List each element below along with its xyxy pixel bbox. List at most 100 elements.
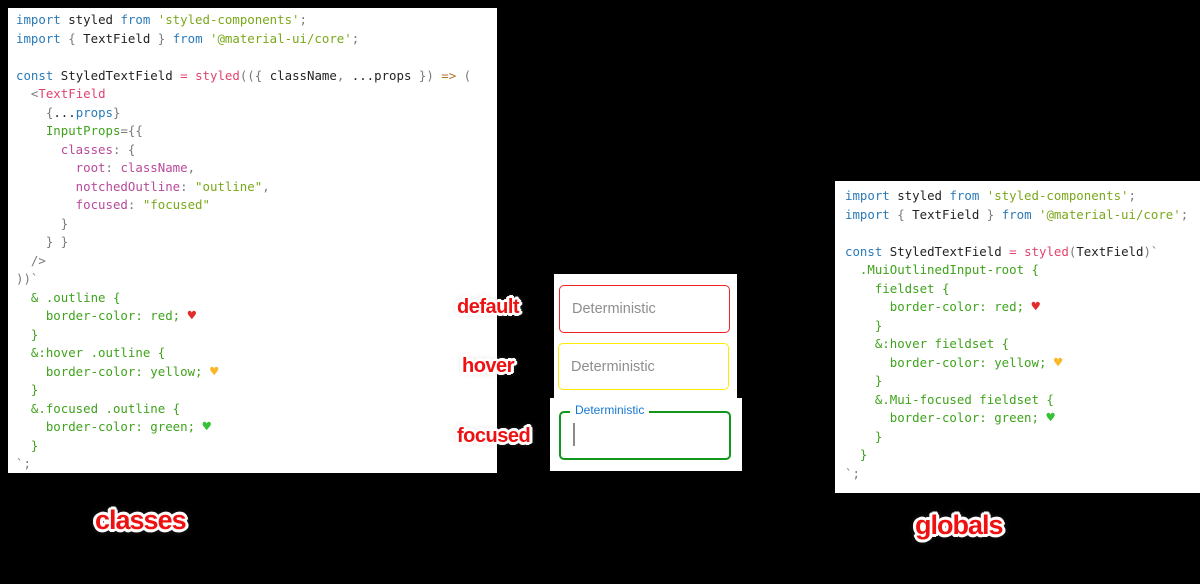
code-token: styled (889, 188, 950, 203)
state-label-focused: focused (457, 425, 531, 447)
code-token: { (889, 206, 913, 222)
code-line: &.focused .outline { (16, 400, 497, 419)
code-token: import (845, 188, 890, 203)
code-line (845, 224, 1200, 243)
code-line: } (845, 317, 1200, 336)
code-line: border-color: red; ♥ (845, 298, 1200, 317)
textfield-focused[interactable] (559, 411, 731, 460)
code-token: border-color: green; (845, 410, 1047, 425)
code-token: } (845, 317, 883, 333)
code-token: ( (1068, 243, 1077, 259)
code-line: {...props} (16, 104, 497, 123)
code-token: : (105, 160, 121, 175)
code-line: border-color: yellow; ♥ (845, 354, 1200, 373)
code-token: ={{ (120, 123, 143, 138)
code-line: &:hover fieldset { (845, 335, 1200, 354)
code-token: import (16, 30, 61, 46)
code-line: } } (16, 233, 497, 252)
caption-globals: globals (915, 510, 1004, 540)
textfield-demo-panel-top (554, 274, 737, 398)
code-token: border-color: red; (845, 299, 1032, 314)
code-token: fieldset { (845, 280, 950, 296)
code-token: styled (1024, 243, 1069, 259)
code-line: border-color: green; ♥ (845, 409, 1200, 428)
code-token: < (16, 86, 39, 101)
code-line: } (16, 215, 497, 234)
code-token: } (845, 428, 883, 444)
code-token: , (262, 178, 270, 194)
code-line: } (16, 381, 497, 400)
code-token: from (1001, 206, 1032, 222)
code-token: '@material-ui/core' (202, 30, 352, 46)
code-token: : { (112, 141, 136, 157)
code-token: } (16, 382, 39, 397)
code-line: <TextField (16, 85, 497, 104)
code-token: className (120, 160, 188, 175)
code-line: const StyledTextField = styled(TextField… (845, 243, 1200, 262)
code-token: 'styled-components' (979, 188, 1129, 203)
code-token (188, 68, 195, 83)
code-line: notchedOutline: "outline", (16, 178, 497, 197)
code-line: `; (16, 455, 497, 473)
code-line: import styled from 'styled-components'; (845, 187, 1200, 206)
code-line: InputProps={{ (16, 122, 497, 141)
code-line: border-color: red; ♥ (16, 307, 497, 326)
code-token: , (336, 67, 352, 83)
code-token: } (845, 373, 883, 388)
code-token: } (845, 447, 868, 462)
yellow-heart-icon: ♥ (1053, 354, 1063, 371)
code-token: border-color: yellow; (845, 354, 1054, 370)
code-token: : (180, 178, 196, 194)
code-line: .MuiOutlinedInput-root { (845, 261, 1200, 280)
state-label-default: default (457, 296, 520, 318)
code-token: &.focused .outline { (16, 400, 181, 416)
code-token: } (16, 326, 39, 342)
code-token: &:hover .outline { (16, 345, 166, 360)
code-token: const (16, 67, 54, 83)
code-block-globals: import styled from 'styled-components';i… (835, 181, 1200, 493)
code-token: const (845, 243, 883, 259)
code-token: }) (411, 67, 442, 83)
textfield-focused-wrap: Deterministic (559, 403, 731, 460)
yellow-heart-icon: ♥ (209, 363, 219, 380)
code-token: } (979, 206, 1002, 222)
red-heart-icon: ♥ (1031, 299, 1040, 315)
code-token: } (150, 30, 173, 46)
code-token: ; (1128, 188, 1136, 203)
textfield-default[interactable] (559, 285, 730, 333)
textfield-hover[interactable] (558, 343, 729, 390)
code-token: from (172, 30, 203, 46)
code-token: : (127, 197, 143, 212)
code-token: "focused" (142, 197, 210, 212)
code-block-classes: import styled from 'styled-components';i… (8, 8, 497, 473)
code-token: } } (16, 234, 69, 249)
code-line: } (845, 372, 1200, 391)
code-token: )` (1143, 243, 1159, 259)
code-line: } (16, 326, 497, 345)
code-token: props (75, 104, 114, 120)
code-token: TextField (912, 206, 980, 222)
code-token: styled (60, 12, 121, 27)
code-token: `; (845, 465, 860, 481)
code-line: border-color: green; ♥ (16, 418, 497, 437)
code-token: root (16, 160, 106, 175)
code-token: border-color: yellow; (16, 363, 210, 379)
green-heart-icon: ♥ (1046, 410, 1055, 426)
code-token: import (845, 206, 890, 222)
code-token: & .outline { (16, 289, 121, 305)
code-line: } (16, 437, 497, 456)
code-line: border-color: yellow; ♥ (16, 363, 497, 382)
code-token: ; (1180, 206, 1189, 222)
code-token: } (16, 437, 39, 453)
red-heart-icon: ♥ (187, 308, 197, 324)
code-token: '@material-ui/core' (1031, 206, 1181, 222)
code-token: ; (299, 12, 307, 27)
code-line: & .outline { (16, 289, 497, 308)
code-token: &.Mui-focused fieldset { (845, 391, 1054, 407)
code-token: InputProps (16, 123, 121, 138)
code-line: const StyledTextField = styled(({ classN… (16, 67, 497, 86)
code-token: ( (456, 67, 472, 83)
textfield-demo-panel-bottom: Deterministic (550, 398, 742, 471)
code-line: import styled from 'styled-components'; (16, 11, 497, 30)
